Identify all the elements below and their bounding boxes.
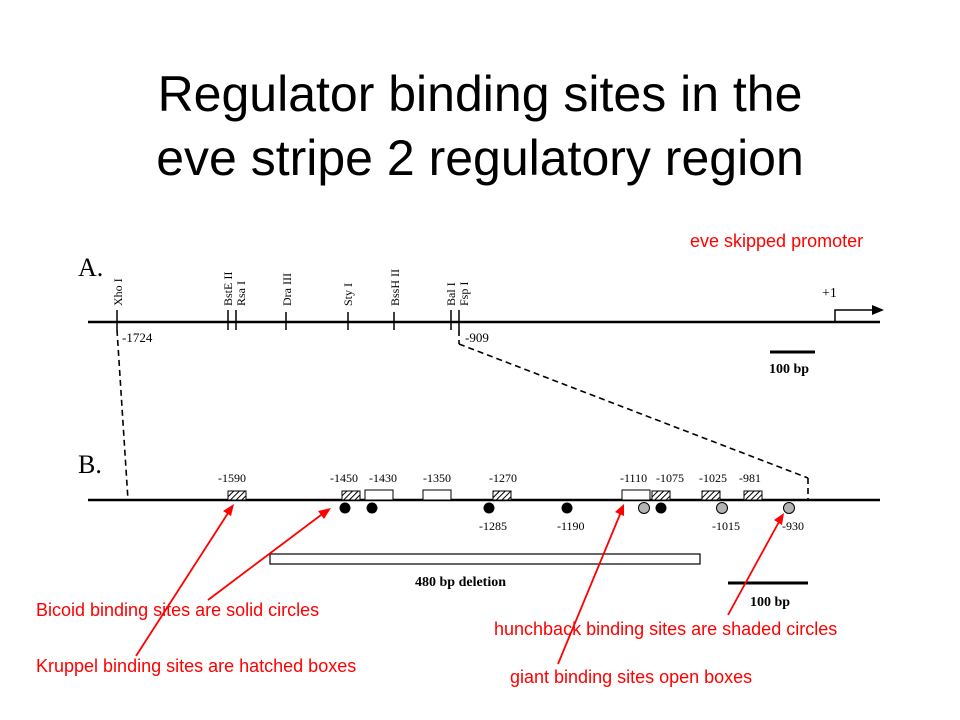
position-label-1590: -1590 <box>218 471 246 485</box>
hunchback-arrowhead <box>774 513 784 525</box>
start-site-arrowhead <box>872 305 884 315</box>
position-label-1270: -1270 <box>489 471 517 485</box>
kruppel-box-981 <box>743 490 763 501</box>
position-label-1075: -1075 <box>656 471 684 485</box>
position-label-1285: -1285 <box>479 519 507 533</box>
start-site-arrow-stem <box>834 309 872 322</box>
site-label-dra: Dra III <box>280 273 294 306</box>
kruppel-box-1270 <box>492 490 512 501</box>
position-label-1015: -1015 <box>712 519 740 533</box>
bicoid-annotation: Bicoid binding sites are solid circles <box>36 600 319 620</box>
position-label-right: -909 <box>465 330 489 345</box>
start-site-label: +1 <box>822 286 837 301</box>
bicoid-circle-3 <box>655 502 667 514</box>
kruppel-box-1590 <box>227 490 247 501</box>
slide-title: Regulator binding sites in the eve strip… <box>0 62 960 190</box>
hunchback-circle-1 <box>638 502 650 514</box>
deletion-bar <box>269 553 701 565</box>
position-label-1450: -1450 <box>330 471 358 485</box>
panel-b: B. -1590 -1450 -1430 -1350 -1270 -1110 -… <box>78 450 880 610</box>
title-line-2: eve stripe 2 regulatory region <box>156 130 804 186</box>
scale-label-a: 100 bp <box>769 362 809 377</box>
giant-annotation: giant binding sites open boxes <box>510 667 752 687</box>
position-label-1110: -1110 <box>620 471 647 485</box>
position-label-1190: -1190 <box>557 519 585 533</box>
site-label-sty: Sty I <box>341 283 355 306</box>
site-label-bssh: BssH II <box>388 269 402 306</box>
giant-box-1430 <box>364 489 394 501</box>
zoom-line-right <box>458 343 809 479</box>
giant-arrowhead <box>615 504 624 516</box>
bicoid-circle-1 <box>339 502 351 514</box>
bicoid-arrowhead <box>318 508 331 519</box>
panel-a: A. Xho I BstE II Rsa I Dra III Sty I Bss… <box>78 253 884 377</box>
panel-a-label: A. <box>78 253 103 282</box>
hunchback-circle-930 <box>783 502 795 514</box>
bicoid-circle-2 <box>366 502 378 514</box>
kruppel-box-1075 <box>651 490 671 501</box>
bicoid-circle-1285 <box>483 502 495 514</box>
position-label-930: -930 <box>782 519 804 533</box>
position-label-1430: -1430 <box>369 471 397 485</box>
kruppel-box-1450 <box>341 490 361 501</box>
title-line-1: Regulator binding sites in the <box>157 66 803 122</box>
position-label-981: -981 <box>739 471 761 485</box>
zoom-line-left <box>116 329 129 501</box>
kruppel-arrowhead <box>223 504 234 516</box>
kruppel-box-1025 <box>701 490 721 501</box>
kruppel-arrow-line <box>135 509 231 657</box>
site-label-fsp: Fsp I <box>457 282 471 306</box>
hunchback-arrow-line <box>727 519 781 616</box>
position-label-1350: -1350 <box>423 471 451 485</box>
hunchback-circle-1015 <box>716 502 728 514</box>
giant-arrow-line <box>557 511 622 665</box>
scale-label-b: 100 bp <box>750 595 790 610</box>
giant-box-1350 <box>422 489 452 501</box>
annotations: eve skipped promoter Bicoid binding site… <box>36 231 863 687</box>
promoter-annotation: eve skipped promoter <box>690 231 863 251</box>
site-label-bste: BstE II <box>221 272 235 306</box>
bicoid-circle-1190 <box>561 502 573 514</box>
deletion-label: 480 bp deletion <box>415 575 506 590</box>
site-label-xho: Xho I <box>111 278 125 306</box>
site-label-bal: Bal I <box>444 282 458 306</box>
giant-box-1110 <box>621 489 651 501</box>
bicoid-arrow-line <box>207 511 326 601</box>
hunchback-annotation: hunchback binding sites are shaded circl… <box>494 619 837 639</box>
position-label-left: -1724 <box>122 330 153 345</box>
panel-b-label: B. <box>78 450 102 479</box>
position-label-1025: -1025 <box>699 471 727 485</box>
site-label-rsa: Rsa I <box>234 281 248 306</box>
kruppel-annotation: Kruppel binding sites are hatched boxes <box>36 656 356 676</box>
